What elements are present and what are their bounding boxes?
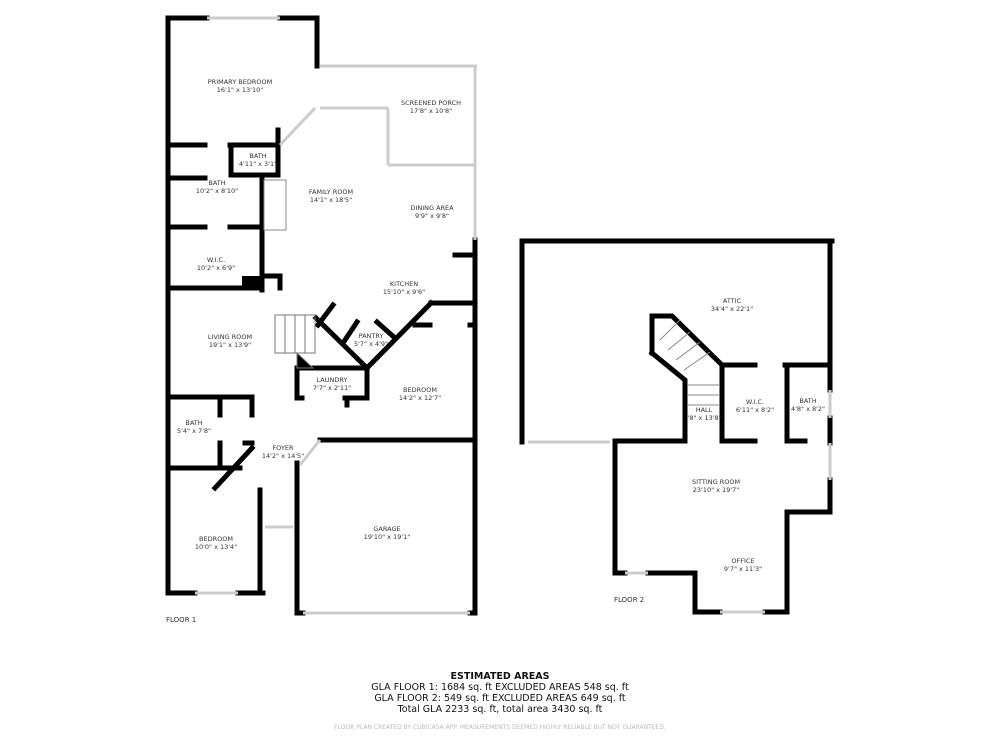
floor1-porch-walls	[195, 16, 477, 615]
room-name: W.I.C.	[206, 256, 226, 264]
floor2-label: FLOOR 2	[614, 596, 645, 604]
room-name: BATH	[208, 179, 226, 187]
room-name: FOYER	[272, 444, 294, 452]
room-dims: 4'8" x 8'2"	[790, 405, 826, 413]
room-dims: 16'1" x 13'10"	[216, 86, 264, 94]
floor2-walls	[519, 238, 835, 615]
room-wic: W.I.C.6'11" x 8'2"	[736, 398, 774, 414]
room-dims: 7'7" x 2'11"	[312, 384, 352, 392]
room-dims: 9'7" x 11'3"	[723, 565, 763, 573]
areas-line: GLA FLOOR 2: 549 sq. ft EXCLUDED AREAS 6…	[374, 693, 626, 704]
room-dims: 5'7" x 4'9"	[353, 340, 389, 348]
room-dims: 17'8" x 10'8"	[409, 107, 453, 115]
floor2-windows	[528, 390, 832, 614]
room-dims: 14'1" x 18'5"	[309, 196, 353, 204]
room-dims: 19'10" x 19'1"	[363, 533, 411, 541]
room-name: SCREENED PORCH	[400, 99, 462, 107]
room-hall: HALL"8" x 13'8"	[686, 406, 721, 422]
room-dims: 15'10" x 9'6"	[382, 288, 426, 296]
room-name: BEDROOM	[199, 535, 233, 543]
room-dims: 14'2" x 14'5"	[261, 452, 305, 460]
room-name: BATH	[185, 419, 203, 427]
room-name: LIVING ROOM	[207, 333, 253, 341]
room-name: FAMILY ROOM	[308, 188, 354, 196]
room-name: KITCHEN	[389, 280, 419, 288]
room-name: ATTIC	[722, 297, 742, 305]
room-dims: 10'2" x 8'10"	[195, 187, 239, 195]
room-dims: 4'11" x 3'1"	[238, 160, 278, 168]
room-name: HALL	[695, 406, 713, 414]
room-wic: W.I.C.10'2" x 6'9"	[197, 256, 235, 272]
room-dims: 14'2" x 12'7"	[398, 394, 442, 402]
room-name: BATH	[799, 397, 817, 405]
room-dims: 6'11" x 8'2"	[735, 406, 775, 414]
room-name: DINING AREA	[410, 204, 454, 212]
room-dims: 34'4" x 22'1"	[710, 305, 754, 313]
floor1-stairs	[263, 179, 316, 369]
room-dims: 5'4" x 7'8"	[176, 427, 212, 435]
disclaimer: FLOOR PLAN CREATED BY CUBICASA APP. MEAS…	[334, 724, 666, 731]
floor2-stairs	[659, 319, 720, 406]
areas-line: Total GLA 2233 sq. ft, total area 3430 s…	[397, 704, 603, 715]
room-dims: 23'10" x 19'7"	[692, 486, 740, 494]
room-dims: "8" x 13'8"	[686, 414, 722, 422]
floor1-pillar	[242, 276, 262, 290]
room-name: BEDROOM	[403, 386, 437, 394]
estimated-areas: ESTIMATED AREAS GLA FLOOR 1: 1684 sq. ft…	[300, 671, 700, 715]
floor1-label: FLOOR 1	[166, 616, 197, 624]
room-dims: 19'1" x 13'9"	[208, 341, 252, 349]
room-name: PANTRY	[358, 332, 384, 340]
areas-title: ESTIMATED AREAS	[450, 671, 550, 682]
room-name: W.I.C.	[745, 398, 765, 406]
room-name: LAUNDRY	[316, 376, 348, 384]
room-dims: 9'9" x 9'8"	[414, 212, 450, 220]
room-name: GARAGE	[373, 525, 401, 533]
room-dims: 10'2" x 6'9"	[196, 264, 236, 272]
room-dims: 10'0" x 13'4"	[194, 543, 238, 551]
room-name: SITTING ROOM	[691, 478, 741, 486]
room-name: OFFICE	[731, 557, 755, 565]
room-name: PRIMARY BEDROOM	[207, 78, 273, 86]
areas-line: GLA FLOOR 1: 1684 sq. ft EXCLUDED AREAS …	[371, 682, 629, 693]
room-name: BATH	[249, 152, 267, 160]
